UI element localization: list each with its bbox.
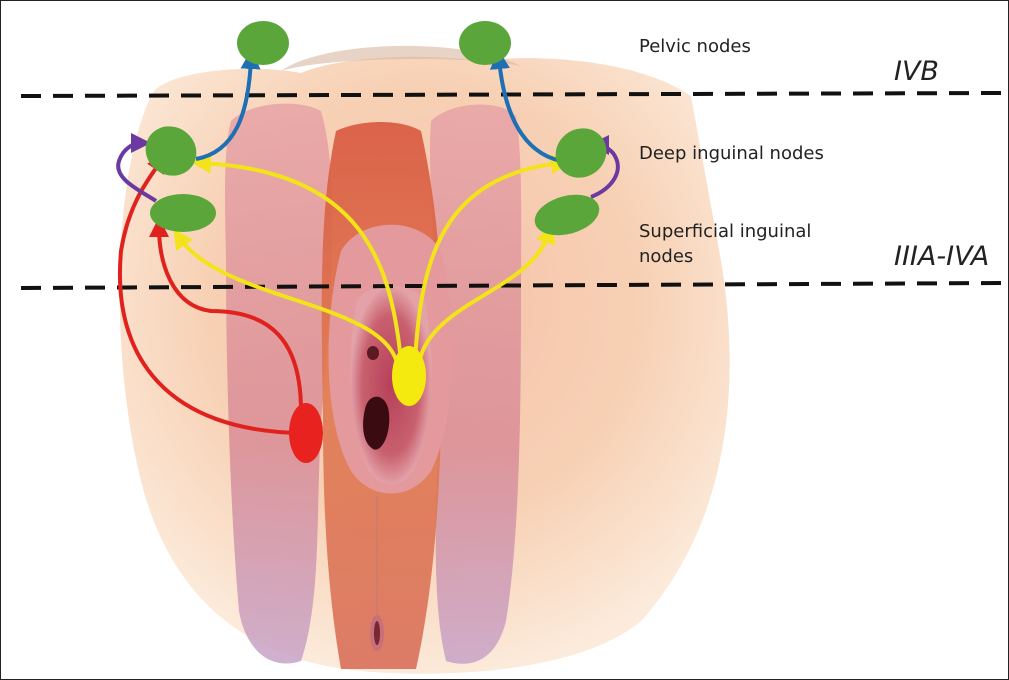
urethral-opening xyxy=(367,346,379,360)
stage-iiia-iva-label: IIIA-IVA xyxy=(894,241,989,272)
superficial-inguinal-nodes-label: Superficial inguinal nodes xyxy=(639,219,869,269)
pelvic-nodes-label: Pelvic nodes xyxy=(639,34,751,59)
midline-tumor xyxy=(392,346,426,406)
deep-inguinal-nodes-label: Deep inguinal nodes xyxy=(639,141,824,166)
lateral-tumor xyxy=(289,403,323,463)
right-pelvic-node xyxy=(459,21,511,65)
left-superficial-inguinal-node xyxy=(150,194,216,232)
left-pelvic-node xyxy=(237,21,289,65)
stage-ivb-label: IVB xyxy=(894,56,939,87)
anus-center xyxy=(374,621,380,645)
